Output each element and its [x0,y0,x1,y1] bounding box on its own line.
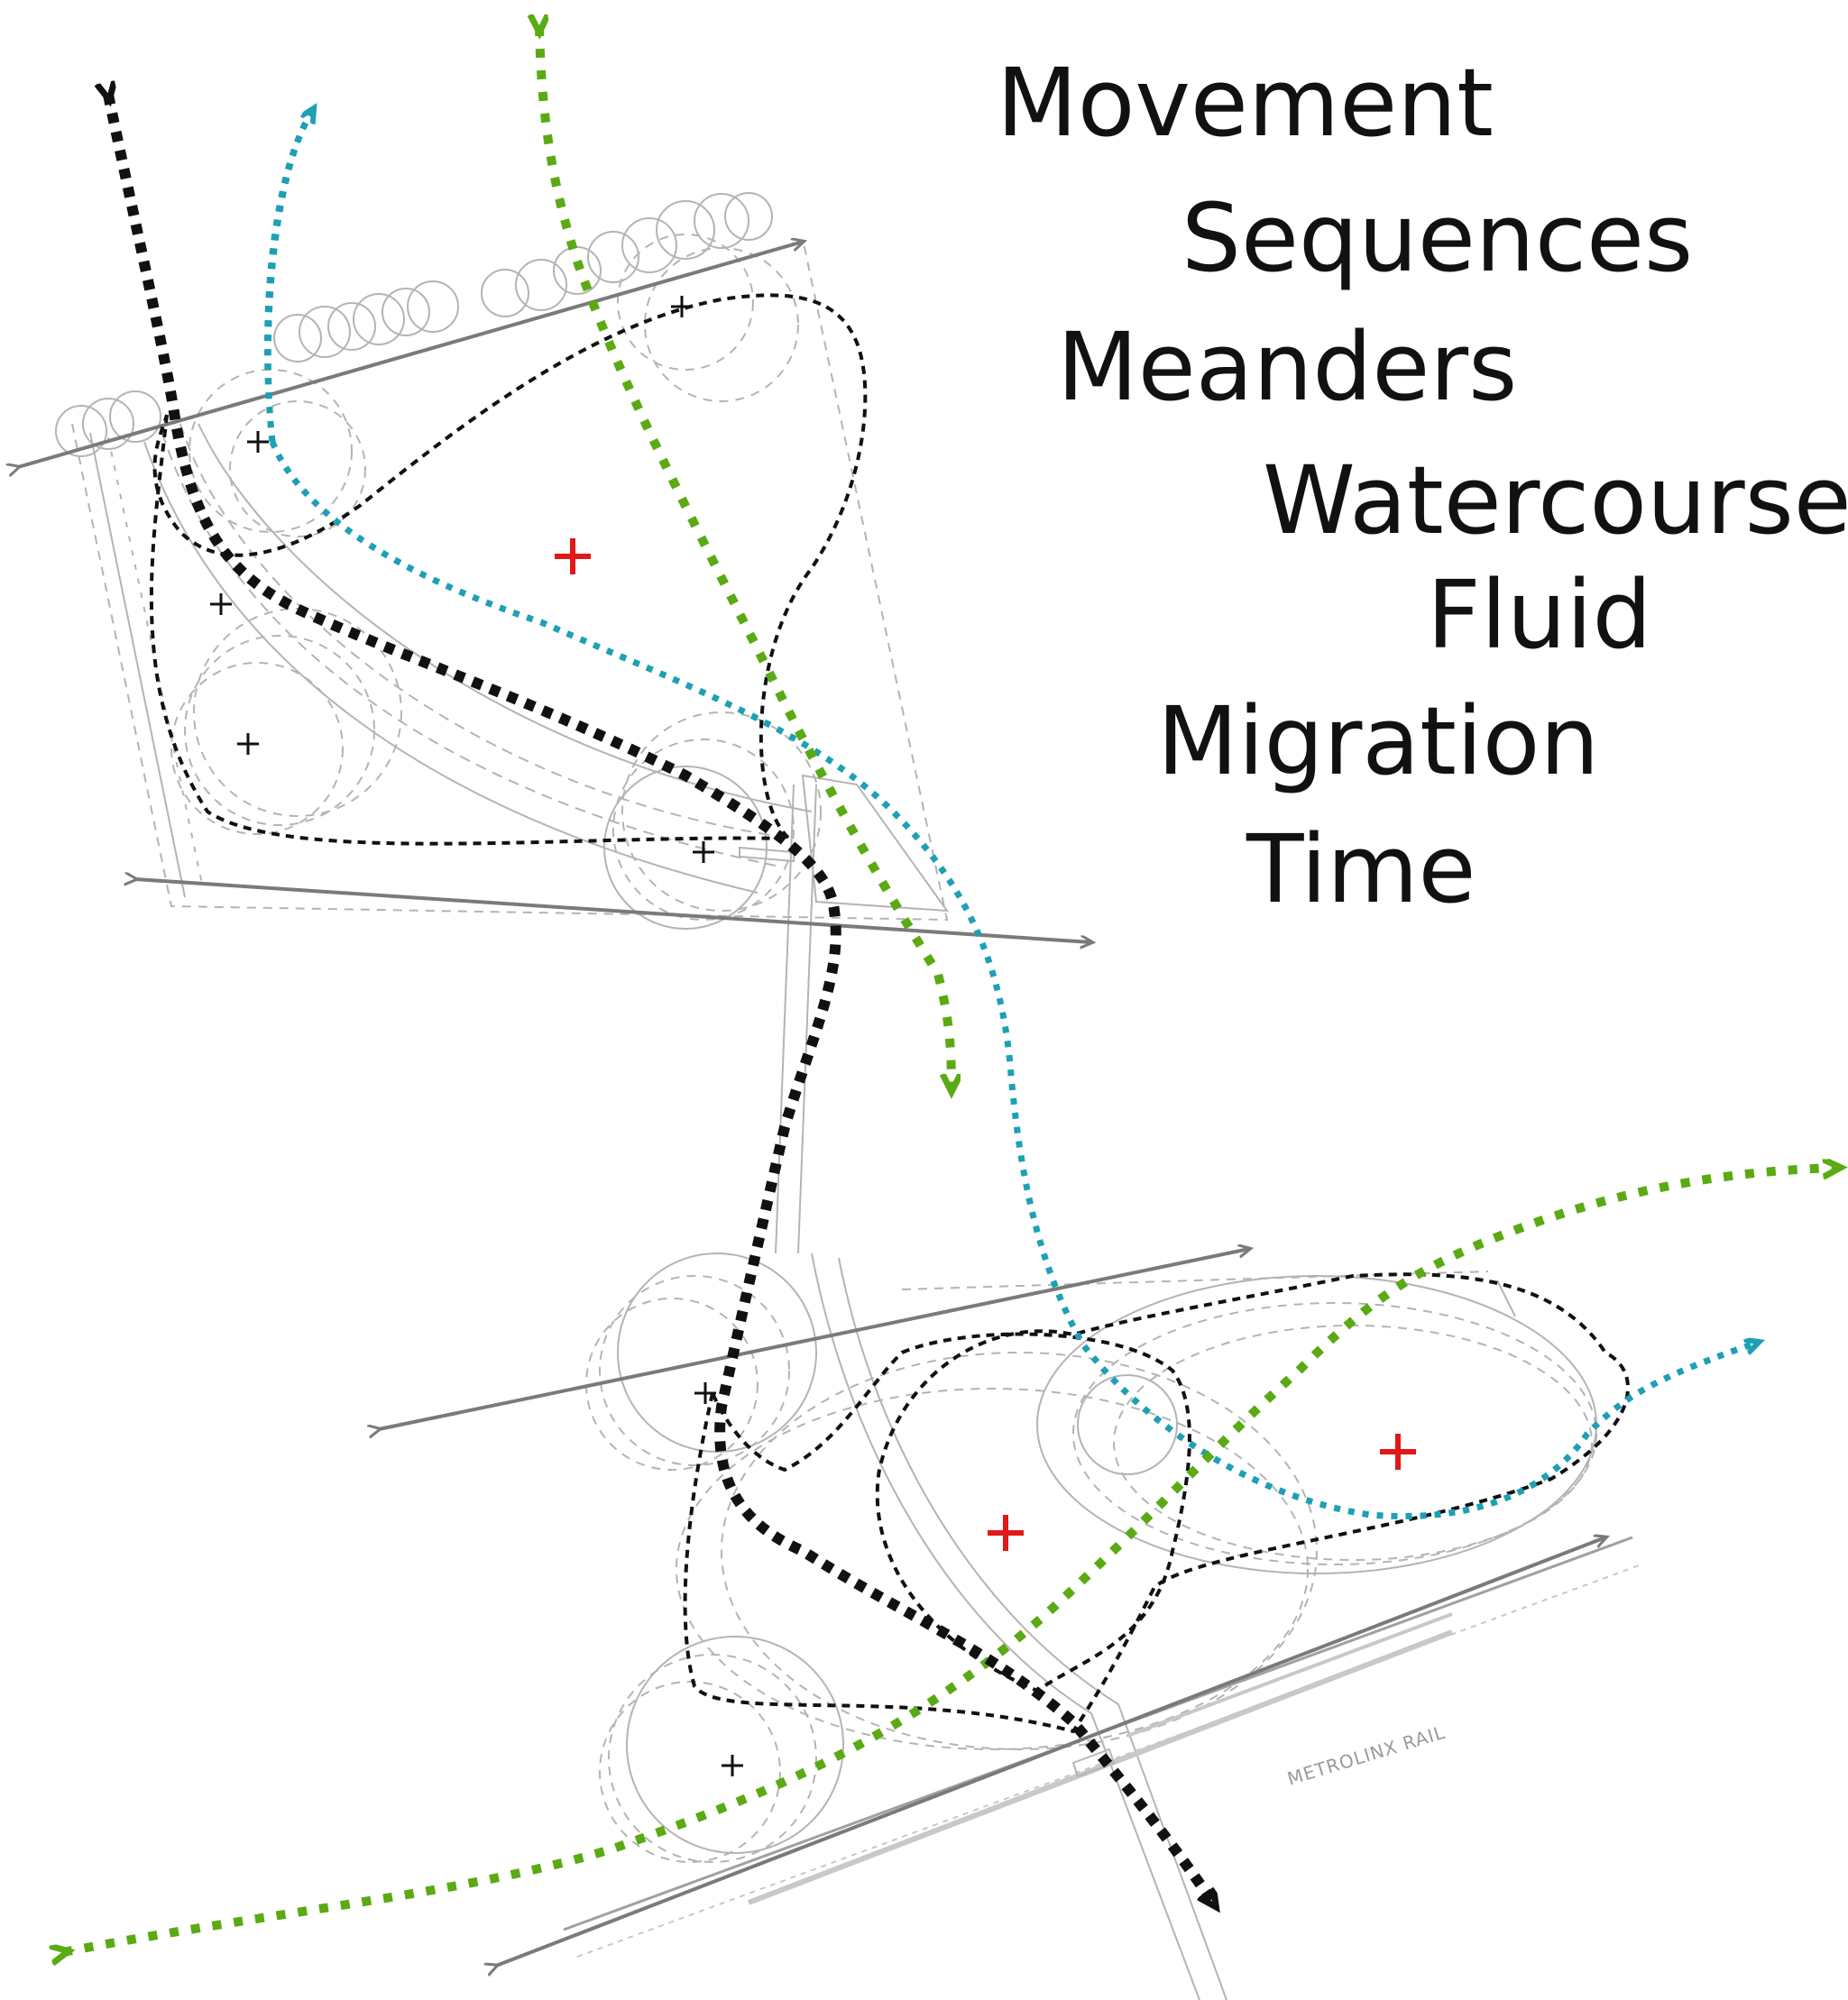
axis-line-mid-lower [379,1249,1249,1429]
red-cross-marker [1380,1434,1416,1470]
center-markers [210,296,1416,1776]
black-cross-marker [210,593,232,615]
red-cross-marker [555,538,591,574]
concept-word-time: Time [1246,814,1476,924]
black-cross-marker [247,431,269,453]
teal-path-upper [264,111,1754,1520]
black-cross-marker [722,1755,743,1776]
black-cross-marker [671,296,693,317]
red-cross-marker [988,1515,1024,1551]
black-flow-path [108,95,1213,1903]
black-path-main [108,95,1213,1903]
concept-word-migration: Migration [1157,686,1600,796]
upper-meander-loop [149,293,868,846]
green-path-lower [63,1168,1835,1952]
axis-line-top [18,242,803,467]
green-flow-paths [63,27,1835,1952]
black-cross-marker [237,733,259,755]
teal-flow-path [263,111,1754,1520]
upper-site-sketch [55,192,950,1254]
concept-word-movement: Movement [997,48,1494,158]
axis-line-bottom [496,1537,1605,1966]
lower-site-sketch [563,1252,1642,2000]
black-cross-marker [694,1382,716,1404]
rail-label: METROLINX RAIL [1284,1721,1448,1790]
concept-word-fluid: Fluid [1427,560,1652,670]
black-cross-marker [693,841,714,863]
concept-word-watercourses: Watercourses [1263,445,1848,555]
concept-word-sequences: Sequences [1181,183,1694,293]
concept-word-meanders: Meanders [1057,312,1518,422]
